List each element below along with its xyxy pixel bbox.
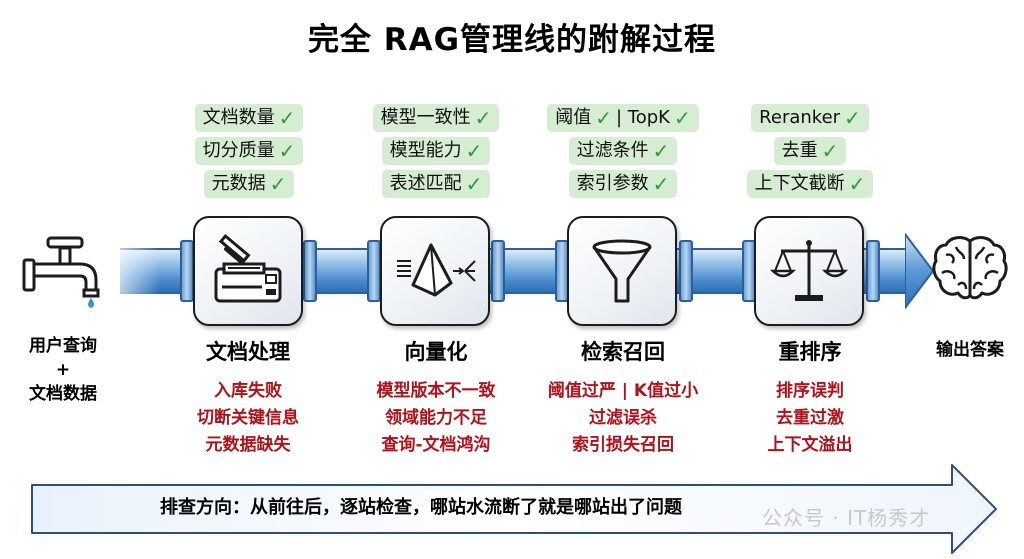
check-icon: ✓ <box>595 106 613 130</box>
stage-4-name: 重排序 <box>778 340 842 364</box>
check-tag: 文档数量✓ <box>194 104 304 132</box>
stage-4-checks: Reranker✓ 去重✓ 上下文截断✓ <box>740 104 880 198</box>
pipe-coupler <box>491 240 505 302</box>
check-tag: 索引参数✓ <box>568 170 678 198</box>
check-tag: 过滤条件✓ <box>568 137 678 165</box>
source-label: 用户查询 + 文档数据 <box>18 334 108 406</box>
stage-1-name: 文档处理 <box>206 340 290 364</box>
prism-vector-icon <box>397 243 476 297</box>
faucet-icon <box>22 236 100 308</box>
stage-3-issues: 阈值过严 | K值过小 过滤误杀 索引损失召回 <box>528 378 718 459</box>
stage-3-name: 检索召回 <box>581 340 665 364</box>
check-tag: 模型一致性✓ <box>372 104 500 132</box>
source-query-label: 用户查询 <box>29 336 97 356</box>
pipe-coupler <box>303 240 317 302</box>
check-tag: Reranker✓ <box>751 104 869 132</box>
issue-item: 阈值过严 | K值过小 <box>547 381 699 401</box>
source-docs-label: 文档数据 <box>29 384 97 404</box>
issue-item: 入库失败 <box>214 381 282 401</box>
watermark: 公众号 · IT杨秀才 <box>762 506 931 530</box>
stage-4-issues: 排序误判 去重过激 上下文溢出 <box>730 378 890 459</box>
pipe-coupler <box>180 240 194 302</box>
issue-item: 查询-文档鸿沟 <box>381 435 491 455</box>
check-icon: ✓ <box>474 106 492 130</box>
check-icon: ✓ <box>278 106 296 130</box>
issue-item: 索引损失召回 <box>572 435 674 455</box>
sink-label: 输出答案 <box>936 340 1004 360</box>
issue-item: 上下文溢出 <box>767 435 853 455</box>
scales-icon <box>769 240 849 301</box>
check-icon: ✓ <box>278 139 296 163</box>
check-tag: 模型能力✓ <box>381 137 491 165</box>
document-scanner-icon <box>214 233 282 303</box>
check-tag: 去重✓ <box>773 137 847 165</box>
issue-item: 过滤误杀 <box>589 408 657 428</box>
pipeline-fade <box>100 248 160 294</box>
check-icon: ✓ <box>269 172 287 196</box>
issue-item: 切断关键信息 <box>197 408 299 428</box>
check-icon: ✓ <box>848 172 866 196</box>
check-tag: 切分质量✓ <box>194 137 304 165</box>
check-icon: ✓ <box>844 106 861 130</box>
check-tag: 阈值✓| TopK✓ <box>547 104 699 132</box>
check-icon: ✓ <box>652 172 670 196</box>
check-icon: ✓ <box>821 139 839 163</box>
stage-3-checks: 阈值✓| TopK✓ 过滤条件✓ 索引参数✓ <box>538 104 708 198</box>
check-tag: 上下文截断✓ <box>746 170 874 198</box>
check-icon: ✓ <box>465 139 483 163</box>
pipe-coupler <box>866 240 880 302</box>
funnel-icon <box>592 239 652 303</box>
issue-item: 去重过激 <box>776 408 844 428</box>
check-tag: 元数据✓ <box>203 170 295 198</box>
stage-2-checks: 模型一致性✓ 模型能力✓ 表述匹配✓ <box>362 104 510 198</box>
stage-2-issues: 模型版本不一致 领域能力不足 查询-文档鸿沟 <box>351 378 521 459</box>
pipeline-arrowhead <box>905 233 934 309</box>
check-icon: ✓ <box>652 139 670 163</box>
brain-icon <box>932 236 1008 300</box>
stage-1-checks: 文档数量✓ 切分质量✓ 元数据✓ <box>188 104 310 198</box>
stage-3-box <box>567 216 677 326</box>
pipe-coupler <box>679 240 693 302</box>
page-title: 完全 RAG管理线的跗解过程 <box>307 22 717 58</box>
direction-arrow <box>31 464 997 554</box>
stage-2-box <box>380 216 490 326</box>
issue-item: 排序误判 <box>776 381 844 401</box>
check-icon: ✓ <box>673 106 691 130</box>
issue-item: 模型版本不一致 <box>376 381 496 401</box>
pipe-coupler <box>367 240 381 302</box>
issue-item: 领域能力不足 <box>385 408 487 428</box>
stage-4-box <box>754 216 864 326</box>
stage-2-name: 向量化 <box>404 340 468 364</box>
check-tag: 表述匹配✓ <box>381 170 491 198</box>
stage-1-box <box>193 216 303 326</box>
stage-1-issues: 入库失败 切断关键信息 元数据缺失 <box>168 378 328 459</box>
check-icon: ✓ <box>465 172 483 196</box>
issue-item: 元数据缺失 <box>205 435 291 455</box>
troubleshooting-direction: 排查方向：从前往后，逐站检查，哪站水流断了就是哪站出了问题 <box>160 497 682 518</box>
source-plus: + <box>55 360 71 380</box>
